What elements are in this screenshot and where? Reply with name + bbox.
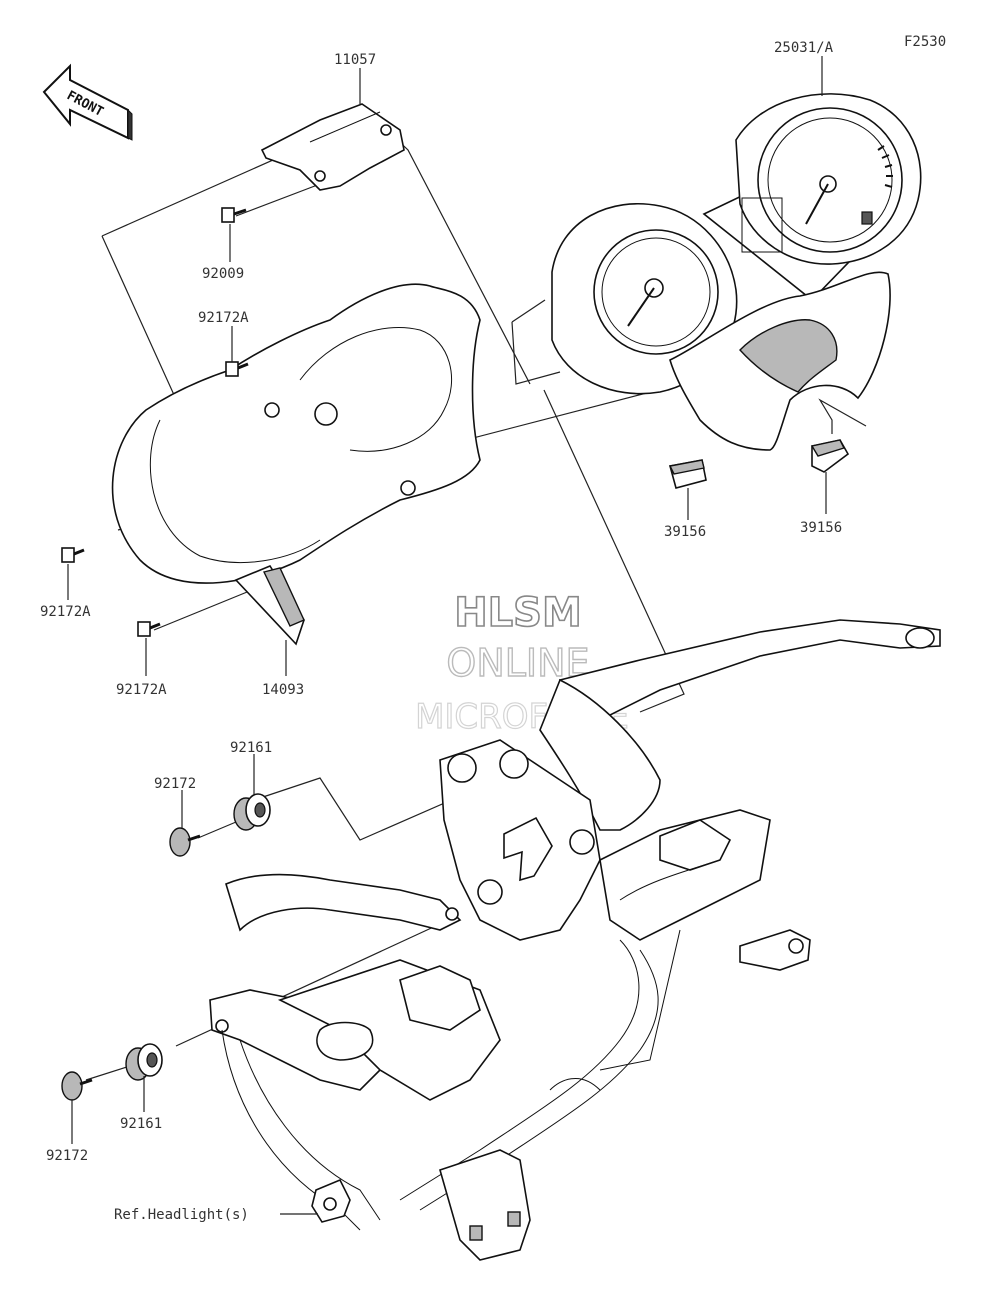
front-arrow-icon: FRONT: [42, 63, 133, 141]
damper-left: [668, 459, 707, 489]
label-92172a-upper: 92172A: [198, 310, 249, 326]
label-92161-upper: 92161: [230, 740, 272, 756]
label-92161-lower: 92161: [120, 1116, 162, 1132]
label-39156-left: 39156: [664, 524, 706, 540]
grommet-lower: [125, 1043, 163, 1081]
bracket-cover: [260, 103, 405, 191]
label-25031a: 25031/A: [774, 40, 834, 56]
grommet-upper: [233, 793, 271, 831]
meter-cover: [111, 283, 481, 646]
screw-92172-lower: [61, 1071, 93, 1101]
screw-92009: [221, 207, 247, 223]
watermark-line2: ONLINE: [446, 641, 589, 685]
meter-stay: [209, 619, 941, 1261]
label-11057: 11057: [334, 52, 376, 68]
screw-92172a-mid: [61, 547, 85, 563]
damper-right: [810, 439, 850, 473]
meter-assembly: [551, 93, 922, 451]
part-labels: 11057 25031/A 92009 92172A 92172A 92172A…: [40, 40, 842, 1223]
screw-92172-upper: [169, 827, 201, 857]
label-ref-headlight: Ref.Headlight(s): [114, 1207, 249, 1223]
label-92172a-lower: 92172A: [116, 682, 167, 698]
label-92009: 92009: [202, 266, 244, 282]
label-92172-lower: 92172: [46, 1148, 88, 1164]
label-92172-upper: 92172: [154, 776, 196, 792]
screw-92172a-lower: [137, 621, 161, 637]
label-39156-right: 39156: [800, 520, 842, 536]
label-92172a-mid: 92172A: [40, 604, 91, 620]
watermark-line1: HLSM: [454, 590, 582, 636]
label-14093: 14093: [262, 682, 304, 698]
figure-code: F2530: [904, 34, 946, 50]
